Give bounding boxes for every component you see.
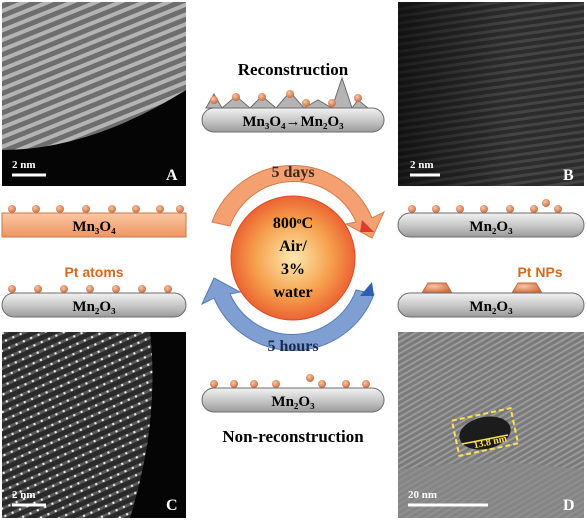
right-top-support-label: Mn₂O₃ bbox=[469, 219, 513, 235]
right-bottom-support-label: Mn₂O₃ bbox=[469, 299, 513, 315]
bottom-support-label: Mn₂O₃ bbox=[271, 394, 315, 410]
left-top-support-label: Mn₃O₄ bbox=[72, 219, 116, 235]
pt-nanoparticle-shape bbox=[421, 282, 453, 294]
condition-line-4: water bbox=[273, 284, 312, 301]
panel-b: 2 nm B bbox=[398, 2, 584, 186]
condition-line-1: 800ᵒC bbox=[273, 215, 313, 232]
condition-circle bbox=[230, 195, 356, 321]
scale-bar-label: 2 nm bbox=[12, 489, 36, 501]
panel-a: 2 nm A bbox=[2, 2, 186, 186]
size-measure-line bbox=[461, 434, 509, 445]
non-reconstructed-support: Mn₂O₃ bbox=[201, 374, 385, 413]
arrow-5-days bbox=[211, 165, 386, 239]
panel-letter-c: C bbox=[166, 497, 178, 514]
pt-nps-label: Pt NPs bbox=[517, 264, 562, 280]
reconstructed-support: Mn₃O₄→Mn₂O₃ bbox=[201, 76, 385, 133]
arrow-head-red bbox=[360, 220, 374, 232]
transform-label: Mn₃O₄→Mn₂O₃ bbox=[242, 114, 344, 130]
nonreconstruction-title: Non-reconstruction bbox=[222, 427, 364, 446]
left-mn2o3-support: Mn₂O₃ bbox=[1, 285, 187, 318]
pt-atoms-label: Pt atoms bbox=[64, 264, 123, 280]
pt-nanoparticle-shape bbox=[511, 282, 543, 294]
panel-letter-a: A bbox=[166, 167, 178, 184]
panel-letter-d: D bbox=[563, 497, 575, 514]
panel-d: 13.8 nm 20 nm D bbox=[398, 332, 584, 518]
scale-bar-label: 20 nm bbox=[408, 489, 437, 501]
reconstruction-title: Reconstruction bbox=[238, 60, 349, 79]
panel-letter-b: B bbox=[563, 167, 574, 184]
left-mn3o4-support: Mn₃O₄ bbox=[1, 205, 187, 238]
scale-bar-label: 2 nm bbox=[410, 159, 434, 171]
arrow-5-hours bbox=[200, 277, 375, 351]
arrow-label-5-days: 5 days bbox=[271, 164, 314, 181]
arrow-head-blue bbox=[360, 282, 374, 296]
arrow-label-5-hours: 5 hours bbox=[267, 338, 318, 355]
condition-line-3: 3% bbox=[281, 261, 305, 278]
right-mn2o3-support-top: Mn₂O₃ bbox=[397, 199, 585, 238]
panel-c: 2 nm C bbox=[2, 332, 186, 518]
condition-line-2: Air/ bbox=[279, 238, 307, 255]
right-mn2o3-support-bottom: Mn₂O₃ bbox=[397, 282, 585, 318]
scale-bar-label: 2 nm bbox=[12, 159, 36, 171]
left-bottom-support-label: Mn₂O₃ bbox=[72, 299, 116, 315]
